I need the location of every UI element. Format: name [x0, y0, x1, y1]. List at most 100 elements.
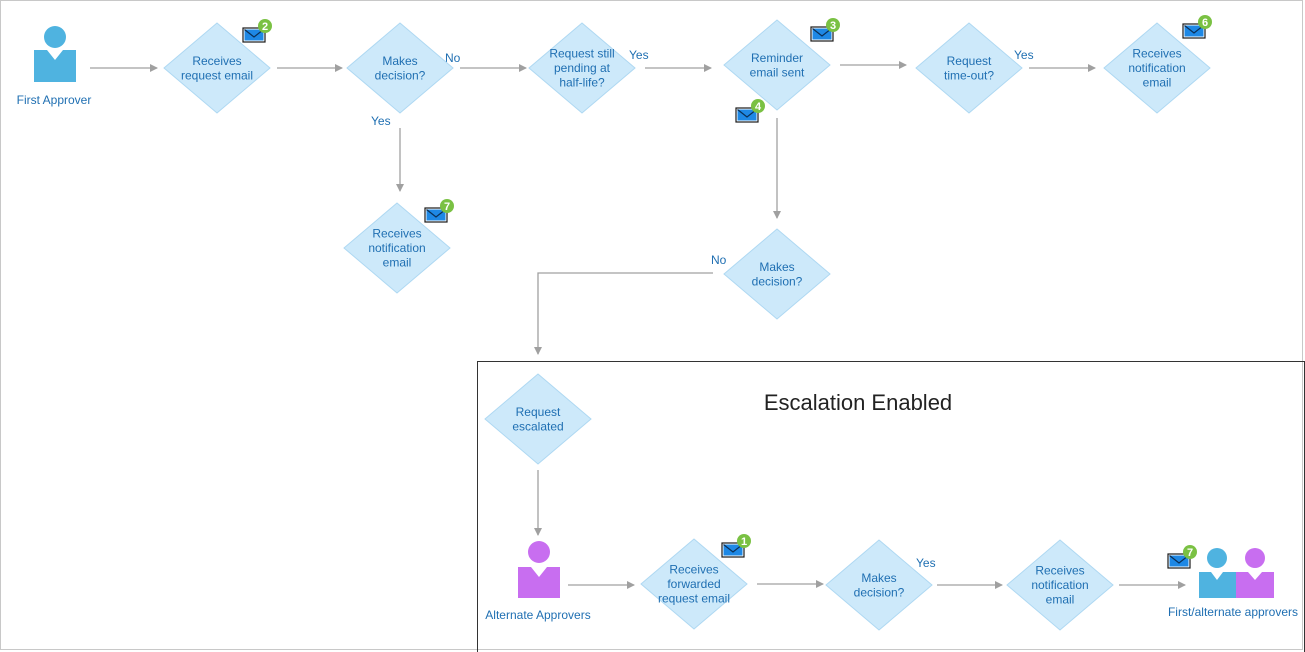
node-label-line: Receives	[192, 54, 241, 68]
node-label-line: request email	[181, 68, 253, 82]
badge-number: 1	[741, 536, 747, 548]
person-icon	[518, 541, 560, 598]
badge-number: 3	[830, 20, 836, 32]
node-label-line: notification	[1128, 61, 1185, 75]
connector-decision-no-escalate	[534, 272, 713, 355]
badge-circle	[751, 99, 765, 113]
email-badge: 1	[721, 534, 751, 558]
envelope-icon	[242, 27, 266, 43]
node-label-line: notification	[1031, 578, 1088, 592]
badge-number: 2	[262, 21, 268, 33]
node-label-line: email	[1046, 593, 1075, 607]
node-label-line: escalated	[512, 419, 563, 433]
node-label-line: Receives	[669, 563, 718, 577]
decision-diamond	[1006, 539, 1114, 631]
node-label-line: Makes	[759, 260, 794, 274]
node-label-line: Makes	[861, 571, 896, 585]
badge-circle	[440, 199, 454, 213]
email-badge: 4	[735, 99, 765, 123]
envelope-icon	[735, 107, 759, 123]
node-label-line: Request	[947, 54, 992, 68]
badge-number: 7	[1187, 547, 1193, 559]
decision-diamond	[1103, 22, 1211, 114]
decision-diamond	[640, 538, 748, 630]
envelope-icon	[1182, 23, 1206, 39]
email-badge: 3	[810, 18, 840, 42]
decision-diamond	[528, 22, 636, 114]
node-label-line: request email	[658, 592, 730, 606]
node-label-line: Request still	[549, 47, 614, 61]
badge-number: 4	[755, 101, 762, 113]
envelope-icon	[721, 542, 745, 558]
person-icon	[34, 26, 76, 82]
node-label-line: notification	[368, 241, 425, 255]
actor-label: Alternate Approvers	[485, 608, 590, 622]
edge-label-yes: Yes	[629, 48, 649, 62]
node-label-line: email	[383, 256, 412, 270]
email-badges: 2 3 4 6 7 1 7	[242, 15, 1212, 569]
badge-number: 7	[444, 201, 450, 213]
decision-diamond	[343, 202, 451, 294]
badge-circle	[826, 18, 840, 32]
node-label-line: half-life?	[559, 76, 605, 90]
node-label-line: pending at	[554, 61, 611, 75]
node-label-line: forwarded	[667, 577, 720, 591]
envelope-icon	[424, 207, 448, 223]
badge-circle	[737, 534, 751, 548]
node-label-line: Receives	[372, 227, 421, 241]
decision-diamond	[723, 19, 831, 111]
decision-diamond	[484, 373, 592, 465]
edge-label-yes: Yes	[371, 114, 391, 128]
decision-diamond	[825, 539, 933, 631]
email-badge: 2	[242, 19, 272, 43]
decision-diamond	[915, 22, 1023, 114]
edge-label-no: No	[711, 253, 727, 267]
badge-circle	[1198, 15, 1212, 29]
node-label-line: decision?	[375, 68, 426, 82]
actor-label: First Approver	[17, 93, 92, 107]
node-label-line: Receives	[1035, 564, 1084, 578]
email-badge: 7	[1167, 545, 1197, 569]
escalation-section-title: Escalation Enabled	[764, 390, 952, 415]
node-label-line: email	[1143, 76, 1172, 90]
edge-label-yes: Yes	[1014, 48, 1034, 62]
node-label-line: Makes	[382, 54, 417, 68]
node-label-line: decision?	[854, 585, 905, 599]
edge-label-yes: Yes	[916, 556, 936, 570]
email-badge: 7	[424, 199, 454, 223]
badge-circle	[1183, 545, 1197, 559]
node-label-line: email sent	[750, 65, 805, 79]
badge-circle	[258, 19, 272, 33]
edge-label-no: No	[445, 51, 461, 65]
envelope-icon	[1167, 553, 1191, 569]
node-label-line: decision?	[752, 274, 803, 288]
actor-label: First/alternate approvers	[1168, 605, 1298, 619]
node-label-line: time-out?	[944, 68, 994, 82]
connectors	[90, 61, 1186, 589]
node-label-line: Request	[516, 405, 561, 419]
decision-diamond	[346, 22, 454, 114]
envelope-icon	[810, 26, 834, 42]
badge-number: 6	[1202, 17, 1208, 29]
decision-diamond	[723, 228, 831, 320]
decision-diamond	[163, 22, 271, 114]
alternate-approvers-actor: Alternate Approvers	[485, 541, 591, 622]
node-label-line: Reminder	[751, 51, 803, 65]
email-badge: 6	[1182, 15, 1212, 39]
people-icon	[1199, 548, 1274, 598]
first-alternate-approvers-actor: First/alternate approvers	[1168, 548, 1298, 619]
node-label-line: Receives	[1132, 47, 1181, 61]
